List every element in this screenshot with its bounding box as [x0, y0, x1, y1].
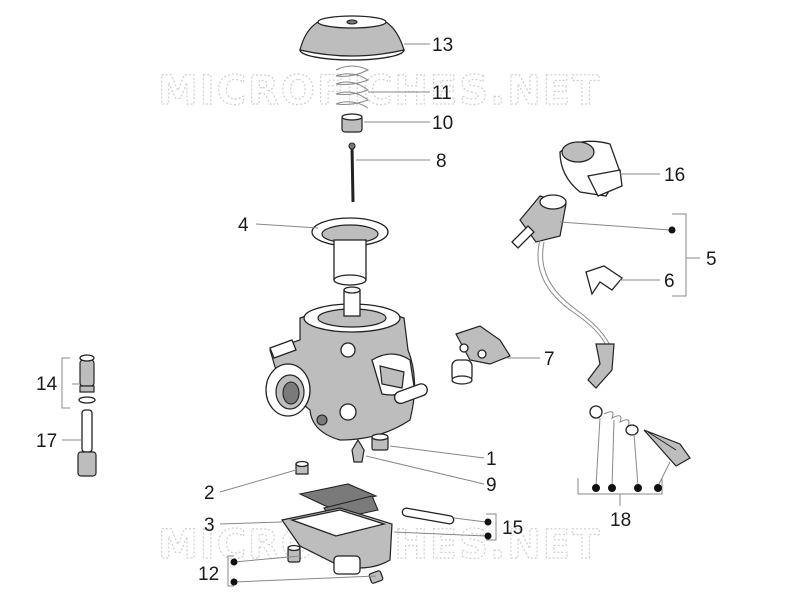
callout-12: 12	[198, 564, 219, 585]
callout-7: 7	[544, 349, 555, 370]
callout-17: 17	[36, 431, 57, 452]
callout-6: 6	[664, 271, 675, 292]
callout-13: 13	[432, 35, 453, 56]
callout-1: 1	[486, 449, 497, 470]
part-5-choke-actuator	[511, 194, 615, 389]
callout-8: 8	[436, 151, 447, 172]
part-11-spring	[335, 65, 370, 109]
callout-16: 16	[664, 165, 685, 186]
callout-10: 10	[432, 113, 453, 134]
part-9-needle-valve	[351, 438, 365, 463]
part-16-boot	[559, 140, 623, 197]
callout-4: 4	[238, 215, 249, 236]
callout-2: 2	[204, 483, 215, 504]
callout-15: 15	[502, 518, 523, 539]
part-17-adjuster	[77, 409, 97, 477]
part-6-clip	[585, 265, 623, 296]
callout-5: 5	[706, 249, 717, 270]
part-1-jet	[371, 433, 389, 451]
part-14-plunger	[78, 354, 96, 404]
part-8-needle	[348, 142, 356, 203]
callout-11: 11	[432, 83, 452, 104]
part-3-float-bowl	[280, 507, 393, 575]
part-4-diaphragm	[311, 217, 389, 286]
part-12-screws	[287, 544, 384, 584]
part-2-jet	[295, 460, 309, 475]
part-10-bushing	[341, 113, 363, 133]
callout-3: 3	[204, 515, 215, 536]
callout-14: 14	[36, 374, 58, 395]
watermark-top: MICROFICHES.NET	[158, 68, 601, 114]
part-13-cap	[299, 15, 405, 61]
callout-9: 9	[486, 475, 497, 496]
part-18-pilot-screw-set	[589, 405, 691, 467]
carburetor-body	[265, 286, 428, 441]
callout-18: 18	[610, 510, 631, 531]
part-7-choke-valve	[451, 325, 511, 385]
